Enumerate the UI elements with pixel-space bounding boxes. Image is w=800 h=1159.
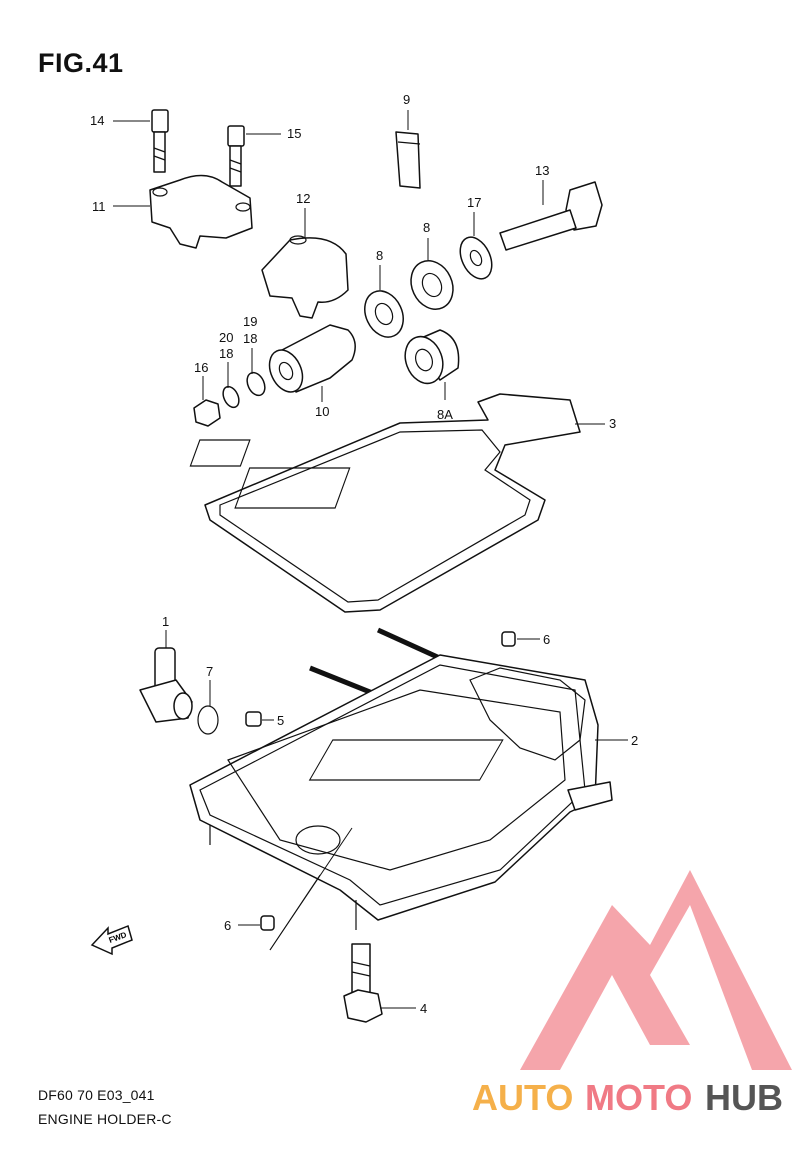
mount-10 — [268, 324, 356, 393]
bolt-4 — [343, 943, 383, 1023]
dowel-6-lower — [260, 915, 275, 931]
figure-title: FIG.41 — [38, 48, 124, 78]
pad-9 — [395, 131, 421, 189]
oring-7 — [197, 705, 219, 735]
callout-8-lower: 8 — [376, 248, 383, 263]
callout-15: 15 — [287, 126, 301, 141]
bushing-8A — [404, 329, 460, 385]
watermark: AUTO MOTO HUB — [472, 1077, 783, 1118]
watermark-part2: MOTO — [585, 1077, 692, 1118]
drawing-code: DF60 70 E03_041 — [38, 1087, 155, 1103]
bolt-13 — [499, 181, 603, 251]
bolt-15 — [227, 125, 245, 187]
callout-19: 19 — [243, 314, 257, 329]
callout-11: 11 — [92, 199, 106, 214]
callout-13: 13 — [535, 163, 549, 178]
callout-14: 14 — [90, 113, 104, 128]
callout-8-upper: 8 — [423, 220, 430, 235]
dowel-5 — [245, 711, 262, 727]
dowel-6-upper — [501, 631, 516, 647]
callout-3: 3 — [609, 416, 616, 431]
washer-18-left — [222, 385, 240, 409]
callout-6-lower: 6 — [224, 918, 231, 933]
callouts: 14 15 11 12 9 9 13 17 8 8 8A 8A 8 10 16 … — [90, 92, 638, 1016]
nut-16 — [193, 399, 221, 427]
callout-17: 17 — [467, 195, 481, 210]
engine-holder-2 — [189, 627, 613, 930]
drawing-name: ENGINE HOLDER-C — [38, 1111, 172, 1127]
callout-16: 16 — [194, 360, 208, 375]
bushing-8-upper — [410, 260, 454, 310]
callout-5: 5 — [277, 713, 284, 728]
holder-12 — [261, 235, 349, 319]
callout-8A-label: 8A — [437, 407, 453, 422]
watermark-part1: AUTO — [472, 1077, 573, 1118]
callout-7-label: 7 — [206, 664, 213, 679]
watermark-part3: HUB — [705, 1077, 783, 1118]
watermark-logo — [520, 870, 792, 1070]
callout-10-label: 10 — [315, 404, 329, 419]
fwd-arrow-icon: FWD — [90, 924, 133, 956]
fitting-1 — [139, 647, 193, 723]
callout-4: 4 — [420, 1001, 427, 1016]
callout-6-upper: 6 — [543, 632, 550, 647]
callout-12: 12 — [296, 191, 310, 206]
bolt-14 — [151, 109, 169, 173]
callout-20: 20 — [219, 330, 233, 345]
callout-9-label: 9 — [403, 92, 410, 107]
bushing-8-lower — [364, 290, 404, 338]
callout-1: 1 — [162, 614, 169, 629]
callout-18-left: 18 — [219, 346, 233, 361]
washer-18-right — [246, 371, 266, 397]
gasket-3 — [189, 393, 581, 613]
clamp-11 — [149, 174, 253, 249]
callout-18-right: 18 — [243, 331, 257, 346]
leader-lines — [113, 110, 628, 1009]
washer-17 — [459, 236, 493, 280]
callout-2: 2 — [631, 733, 638, 748]
